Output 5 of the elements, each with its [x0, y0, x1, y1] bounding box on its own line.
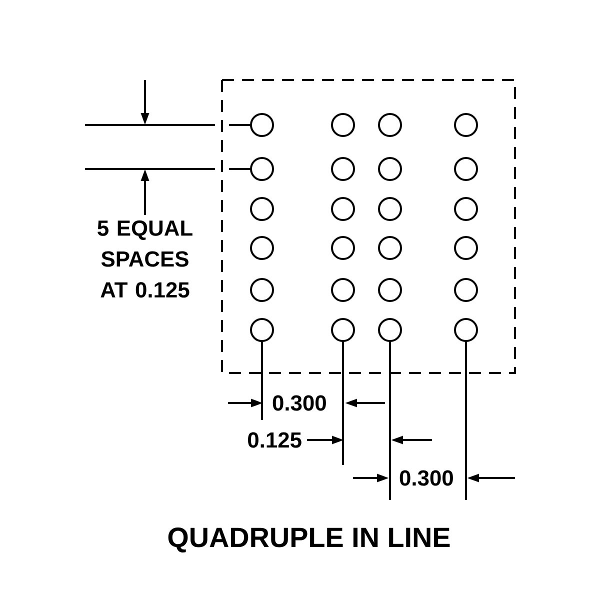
dimension-label: 0.300 [400, 470, 453, 486]
dimension-label: 0.300 [272, 395, 326, 411]
caption: QUADRUPLE IN LINE [168, 528, 450, 552]
dimension-label: 0.125 [248, 432, 302, 448]
dimension-label: 5 EQUAL SPACES AT 0.125 [98, 220, 192, 298]
